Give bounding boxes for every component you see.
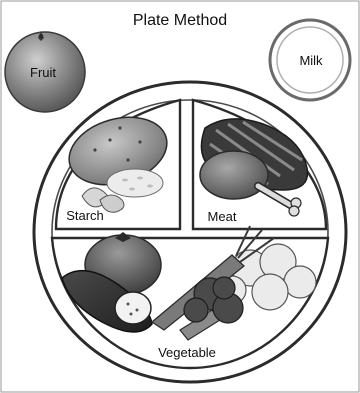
rice-icon xyxy=(107,169,163,197)
starch-label: Starch xyxy=(66,208,104,223)
meat-label: Meat xyxy=(208,209,237,224)
diagram-title: Plate Method xyxy=(133,12,227,29)
vegetable-label: Vegetable xyxy=(158,345,216,360)
milk-label: Milk xyxy=(299,53,323,68)
fruit-label: Fruit xyxy=(30,65,56,80)
